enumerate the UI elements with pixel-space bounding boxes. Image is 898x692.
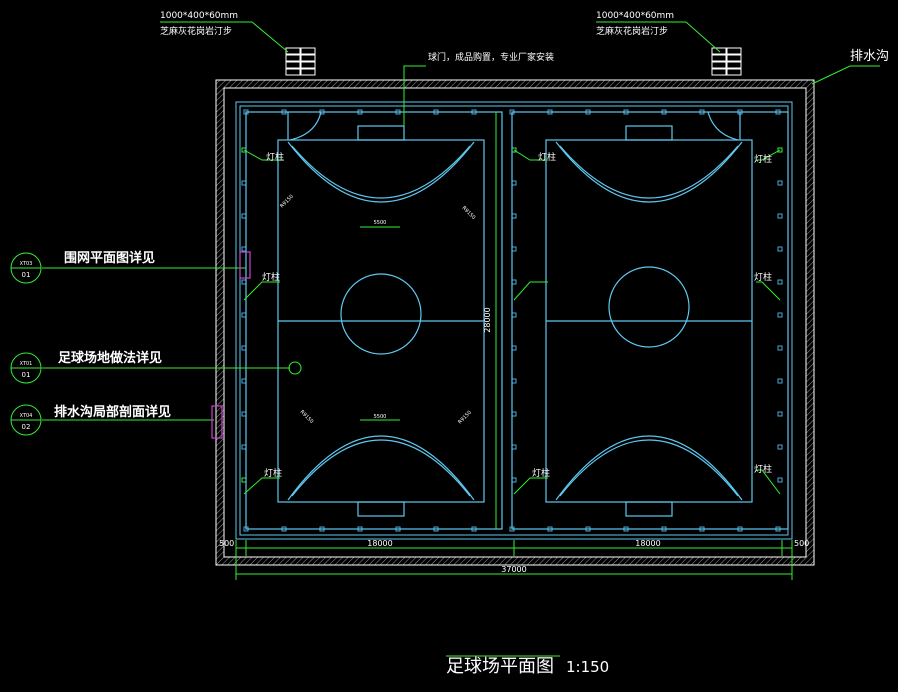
dim-half-left: 18000: [367, 539, 392, 548]
paver-stone: [711, 68, 727, 76]
fence-post: [777, 411, 783, 417]
paver-stone: [726, 47, 742, 55]
paver-stone: [300, 68, 316, 76]
fence-post: [777, 378, 783, 384]
paver-stone: [711, 61, 727, 69]
paver-left-desc: 芝麻灰花岗岩汀步: [160, 25, 232, 37]
paver-stone: [285, 68, 301, 76]
callout-ref-bottom-2: 01: [22, 371, 31, 379]
paver-stone: [726, 68, 742, 76]
court-left: [245, 111, 503, 530]
light-post-label: 灯柱: [754, 463, 772, 475]
goal-note: 球门，成品购置，专业厂家安装: [428, 51, 554, 63]
callout-fence-text: 围网平面图详见: [64, 250, 155, 266]
dim-total: 37000: [501, 565, 526, 574]
paver-stone: [300, 54, 316, 62]
paver-stone: [285, 47, 301, 55]
paver-stone: [300, 47, 316, 55]
fence-post: [777, 345, 783, 351]
paver-stone: [711, 47, 727, 55]
paver-left-size: 1000*400*60mm: [160, 11, 238, 21]
fence-post: [777, 246, 783, 252]
dim-arc-top: 5500: [374, 220, 387, 226]
detail-markers: [211, 251, 251, 439]
drain-label: 排水沟: [850, 49, 889, 64]
paver-stone: [285, 61, 301, 69]
callout-drain-text: 排水沟局部剖面详见: [54, 404, 171, 420]
court-right: [511, 111, 789, 530]
callout-circles: [10, 252, 302, 436]
callout-ref-top-2: XT01: [20, 361, 33, 367]
callout-ref-bottom-1: 01: [22, 271, 31, 279]
drawing-title: 足球场平面图: [446, 656, 554, 677]
dim-height: 28000: [483, 307, 492, 332]
paver-right-desc: 芝麻灰花岗岩汀步: [596, 25, 668, 37]
paver-stone: [726, 54, 742, 62]
leader-lines: [42, 21, 880, 657]
fence-post: [777, 213, 783, 219]
fence-post: [777, 147, 783, 153]
paver-stone: [711, 54, 727, 62]
paver-stone: [285, 54, 301, 62]
paver-right-size: 1000*400*60mm: [596, 11, 674, 21]
fence-post: [777, 180, 783, 186]
dim-right-margin: 500: [794, 539, 809, 548]
light-post-label: 灯柱: [754, 271, 772, 283]
light-post-label: 灯柱: [266, 151, 284, 163]
fence-post: [777, 279, 783, 285]
paver-stone: [300, 61, 316, 69]
labels: 1000*400*60mm 芝麻灰花岗岩汀步 1000*400*60mm 芝麻灰…: [20, 11, 889, 677]
light-post-label: 灯柱: [264, 467, 282, 479]
callout-field-text: 足球场地做法详见: [58, 350, 162, 366]
dim-left-margin: 500: [219, 539, 234, 548]
dim-arc-bottom: 5500: [374, 414, 387, 420]
callout-ref-top-3: XT04: [20, 413, 33, 419]
drawing-scale: 1:150: [566, 658, 609, 676]
dim-half-right: 18000: [635, 539, 660, 548]
callout-ref-bottom-3: 02: [22, 423, 31, 431]
paver-stone: [726, 61, 742, 69]
fence-post: [777, 312, 783, 318]
stepping-stones: [285, 47, 742, 76]
fence-post: [777, 444, 783, 450]
light-post-label: 灯柱: [532, 467, 550, 479]
callout-ref-top-1: XT03: [20, 261, 33, 267]
light-post-label: 灯柱: [754, 153, 772, 165]
light-post-label: 灯柱: [538, 151, 556, 163]
perimeter-wall: [215, 79, 815, 566]
fence-post: [777, 477, 783, 483]
light-post-label: 灯柱: [262, 271, 280, 283]
